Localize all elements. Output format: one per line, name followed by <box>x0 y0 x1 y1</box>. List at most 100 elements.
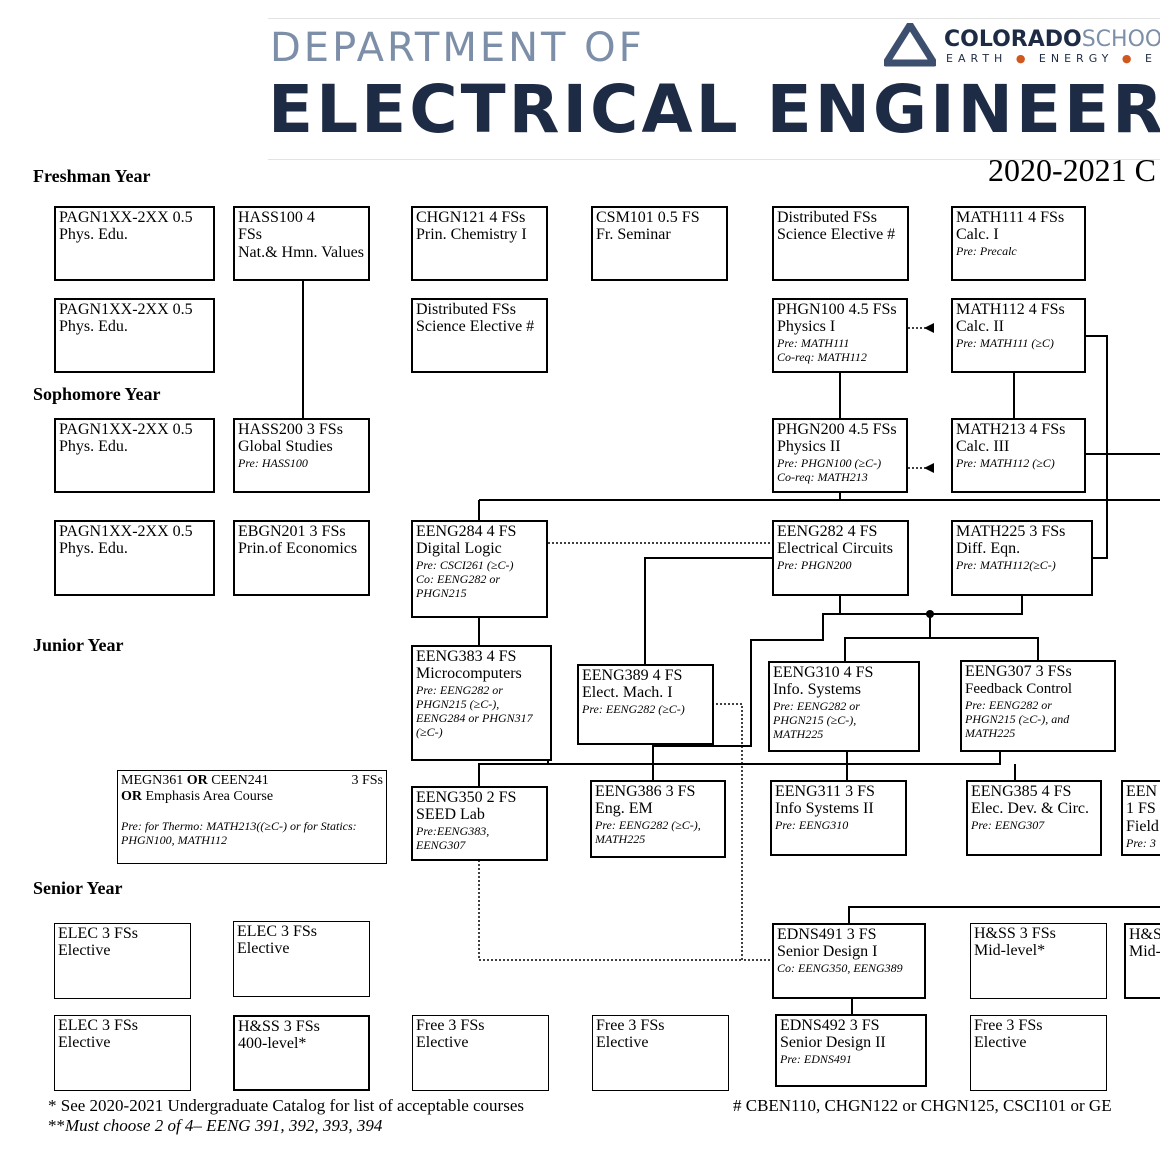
course-box-pagn-1[interactable]: PAGN1XX-2XX 0.5 Phys. Edu. <box>54 206 215 281</box>
department-name: ELECTRICAL ENGINEER <box>268 71 1160 148</box>
course-title: Mid- <box>1129 943 1160 960</box>
course-prereq: Pre: MATH112(≥C-) <box>956 558 1056 572</box>
course-title: Elec. Dev. & Circ. <box>971 800 1090 817</box>
course-box-eeng350[interactable]: EENG350 2 FS SEED Lab Pre:EENG383, EENG3… <box>411 786 548 861</box>
course-code: H&SS 3 FSs <box>974 925 1056 942</box>
course-box-math112[interactable]: MATH112 4 FSs Calc. II Pre: MATH111 (≥C) <box>951 298 1086 373</box>
course-title: Physics II <box>777 438 841 455</box>
course-box-hss-400[interactable]: H&SS 3 FSs 400-level* <box>233 1015 370 1091</box>
course-code: PHGN200 4.5 FSs <box>777 421 897 438</box>
course-box-eeng282[interactable]: EENG282 4 FS Electrical Circuits Pre: PH… <box>772 520 909 596</box>
course-coreq: Co: EENG282 or <box>416 572 500 586</box>
course-title: Calc. III <box>956 438 1010 455</box>
course-title: Field <box>1126 818 1159 835</box>
course-box-elec-1[interactable]: ELEC 3 FSs Elective <box>54 923 191 999</box>
course-box-math213[interactable]: MATH213 4 FSs Calc. III Pre: MATH112 (≥C… <box>951 418 1086 493</box>
course-box-chgn121[interactable]: CHGN121 4 FSs Prin. Chemistry I <box>411 206 548 281</box>
course-box-eeng386[interactable]: EENG386 3 FS Eng. EM Pre: EENG282 (≥C-),… <box>590 780 726 858</box>
course-box-eeng389[interactable]: EENG389 4 FS Elect. Mach. I Pre: EENG282… <box>577 664 714 745</box>
course-box-pagn-3[interactable]: PAGN1XX-2XX 0.5 Phys. Edu. <box>54 418 215 493</box>
course-box-pagn-4[interactable]: PAGN1XX-2XX 0.5 Phys. Edu. <box>54 520 215 596</box>
course-credits: 3 FSs <box>351 773 383 788</box>
course-box-ebgn201[interactable]: EBGN201 3 FSs Prin.of Economics <box>233 520 370 596</box>
course-code: EENG284 4 FS <box>416 523 517 540</box>
course-box-hss-mid-1[interactable]: H&SS 3 FSs Mid-level* <box>970 923 1107 999</box>
course-title: Prin. Chemistry I <box>416 226 527 243</box>
course-box-phgn200[interactable]: PHGN200 4.5 FSs Physics II Pre: PHGN100 … <box>772 418 908 493</box>
course-box-free-2[interactable]: Free 3 FSs Elective <box>592 1015 729 1091</box>
course-box-eeng383[interactable]: EENG383 4 FS Microcomputers Pre: EENG282… <box>411 645 552 761</box>
course-box-eeng310[interactable]: EENG310 4 FS Info. Systems Pre: EENG282 … <box>768 661 920 752</box>
course-box-elec-3[interactable]: ELEC 3 FSs Elective <box>54 1015 191 1091</box>
course-box-math111[interactable]: MATH111 4 FSs Calc. I Pre: Precalc <box>951 206 1086 281</box>
course-code: Distributed FSs <box>416 301 517 318</box>
course-box-pagn-2[interactable]: PAGN1XX-2XX 0.5 Phys. Edu. <box>54 298 215 373</box>
course-prereq: Pre: 3 <box>1126 836 1156 850</box>
course-code: ELEC 3 FSs <box>237 923 318 940</box>
course-title: Calc. I <box>956 226 999 243</box>
course-code: EENG383 4 FS <box>416 648 517 665</box>
course-box-edns492[interactable]: EDNS492 3 FS Senior Design II Pre: EDNS4… <box>775 1014 927 1087</box>
footnote-science-electives: # CBEN110, CHGN122 or CHGN125, CSCI101 o… <box>733 1096 1112 1115</box>
course-prereq: Pre: Precalc <box>956 244 1017 258</box>
course-prereq: (≥C-) <box>416 725 443 739</box>
department-of-text: DEPARTMENT OF <box>270 25 645 71</box>
course-code: MATH112 4 FSs <box>956 301 1065 318</box>
course-prereq: Pre: MATH111 (≥C) <box>956 336 1054 350</box>
course-box-math225[interactable]: MATH225 3 FSs Diff. Eqn. Pre: MATH112(≥C… <box>951 520 1093 596</box>
course-title: Phys. Edu. <box>59 438 128 455</box>
course-box-eeng385[interactable]: EENG385 4 FS Elec. Dev. & Circ. Pre: EEN… <box>966 780 1102 856</box>
course-title: SEED Lab <box>416 806 485 823</box>
course-box-hass200[interactable]: HASS200 3 FSs Global Studies Pre: HASS10… <box>233 418 370 493</box>
department-header: DEPARTMENT OF ELECTRICAL ENGINEER COLORA… <box>268 18 1160 160</box>
course-box-hass100[interactable]: HASS100 4 FSs Nat.& Hmn. Values <box>233 206 370 281</box>
course-code: EENG386 3 FS <box>595 783 696 800</box>
course-title: Fr. Seminar <box>596 226 671 243</box>
course-prereq: PHGN215 (≥C-), <box>416 697 500 711</box>
course-box-megn361-ceen241[interactable]: MEGN361 OR CEEN241 3 FSs OR Emphasis Are… <box>117 770 387 864</box>
course-code: PAGN1XX-2XX 0.5 <box>59 523 193 540</box>
course-title: Phys. Edu. <box>59 226 128 243</box>
course-code: EENG311 3 FS <box>775 783 875 800</box>
course-box-elec-2[interactable]: ELEC 3 FSs Elective <box>233 921 370 997</box>
course-prereq: Pre: PHGN200 <box>777 558 852 572</box>
course-box-hss-mid-2[interactable]: H&S Mid- <box>1124 923 1160 999</box>
course-box-distributed-science-2[interactable]: Distributed FSs Science Elective # <box>411 298 548 373</box>
course-box-eeng284[interactable]: EENG284 4 FS Digital Logic Pre: CSCI261 … <box>411 520 548 618</box>
course-box-phgn100[interactable]: PHGN100 4.5 FSs Physics I Pre: MATH111 C… <box>772 298 908 373</box>
freshman-year-label: Freshman Year <box>33 166 151 186</box>
course-title: Elective <box>237 940 290 957</box>
course-code: EDNS491 3 FS <box>777 926 877 943</box>
course-code: PAGN1XX-2XX 0.5 <box>59 421 193 438</box>
course-code: H&S <box>1129 926 1160 943</box>
course-code: MATH111 4 FSs <box>956 209 1065 226</box>
course-prereq: MATH225 <box>773 727 824 741</box>
course-code: EBGN201 3 FSs <box>238 523 346 540</box>
course-title: Physics I <box>777 318 836 335</box>
course-title: Prin.of Economics <box>238 540 358 557</box>
course-title: Elect. Mach. I <box>582 684 673 701</box>
course-code: MEGN361 OR CEEN241 <box>121 773 269 788</box>
course-box-distributed-science-1[interactable]: Distributed FSs Science Elective # <box>772 206 909 281</box>
course-code: Free 3 FSs <box>596 1017 665 1034</box>
course-title: Global Studies <box>238 438 333 455</box>
course-box-eeng311[interactable]: EENG311 3 FS Info Systems II Pre: EENG31… <box>770 780 907 856</box>
course-box-csm101[interactable]: CSM101 0.5 FS Fr. Seminar <box>591 206 728 281</box>
course-box-eeng-field[interactable]: EEN 1 FS Field Pre: 3 <box>1121 780 1160 856</box>
course-code: PHGN100 4.5 FSs <box>777 301 897 318</box>
course-box-eeng307[interactable]: EENG307 3 FSs Feedback Control Pre: EENG… <box>960 660 1116 752</box>
course-prereq: Pre: EENG282 (≥C-), <box>595 818 701 832</box>
course-title: Feedback Control <box>965 681 1073 697</box>
course-box-free-3[interactable]: Free 3 FSs Elective <box>970 1015 1107 1091</box>
course-code: HASS100 4 <box>238 209 315 226</box>
course-coreq: Co: EENG350, EENG389 <box>777 961 903 975</box>
course-title: Science Elective # <box>777 226 896 243</box>
senior-year-label: Senior Year <box>33 878 123 898</box>
course-box-free-1[interactable]: Free 3 FSs Elective <box>412 1015 549 1091</box>
course-code: ELEC 3 FSs <box>58 1017 139 1034</box>
course-title: Science Elective # <box>416 318 535 335</box>
course-title: OR Emphasis Area Course <box>121 789 274 804</box>
course-box-edns491[interactable]: EDNS491 3 FS Senior Design I Co: EENG350… <box>772 923 926 999</box>
course-credits: 1 FS <box>1126 800 1156 817</box>
course-prereq: Pre: HASS100 <box>238 456 308 470</box>
